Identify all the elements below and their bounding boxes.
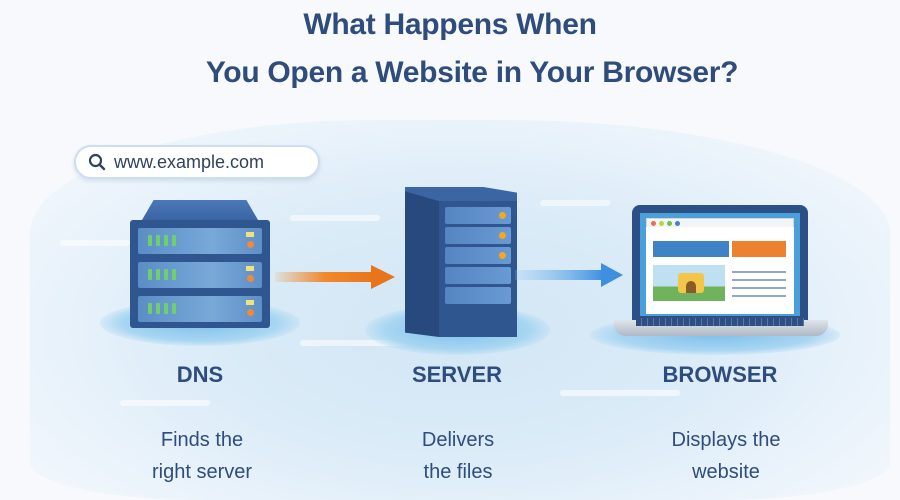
laptop-icon xyxy=(614,205,828,340)
decor-streak xyxy=(290,215,380,221)
arrow-right-icon xyxy=(275,265,395,289)
decor-streak xyxy=(560,390,680,396)
decor-streak xyxy=(120,400,210,406)
desc-line: right server xyxy=(151,461,253,483)
server-tower-icon xyxy=(405,187,517,337)
search-icon xyxy=(88,153,106,171)
title-line-1: What Happens When xyxy=(303,8,597,41)
step-desc-server: Delivers the files xyxy=(348,424,568,488)
arrow-right-icon xyxy=(515,263,623,287)
search-value: www.example.com xyxy=(114,151,265,172)
title-line-2: You Open a Website in Your Browser? xyxy=(205,56,739,89)
server-rack-icon xyxy=(130,200,270,328)
step-desc-browser: Displays the website xyxy=(616,424,836,488)
decor-streak xyxy=(300,340,410,346)
desc-line: the files xyxy=(423,461,493,483)
desc-line: Displays the xyxy=(671,429,781,451)
step-label-dns: DNS xyxy=(176,362,224,387)
decor-streak xyxy=(540,200,610,206)
desc-line: Delivers xyxy=(421,429,495,451)
search-bar[interactable]: www.example.com xyxy=(74,145,320,179)
desc-line: Finds the xyxy=(160,429,244,451)
step-label-server: SERVER xyxy=(411,362,503,387)
decor-streak xyxy=(60,240,130,246)
desc-line: website xyxy=(692,461,760,483)
step-desc-dns: Finds the right server xyxy=(92,424,312,488)
step-label-browser: BROWSER xyxy=(662,362,778,387)
